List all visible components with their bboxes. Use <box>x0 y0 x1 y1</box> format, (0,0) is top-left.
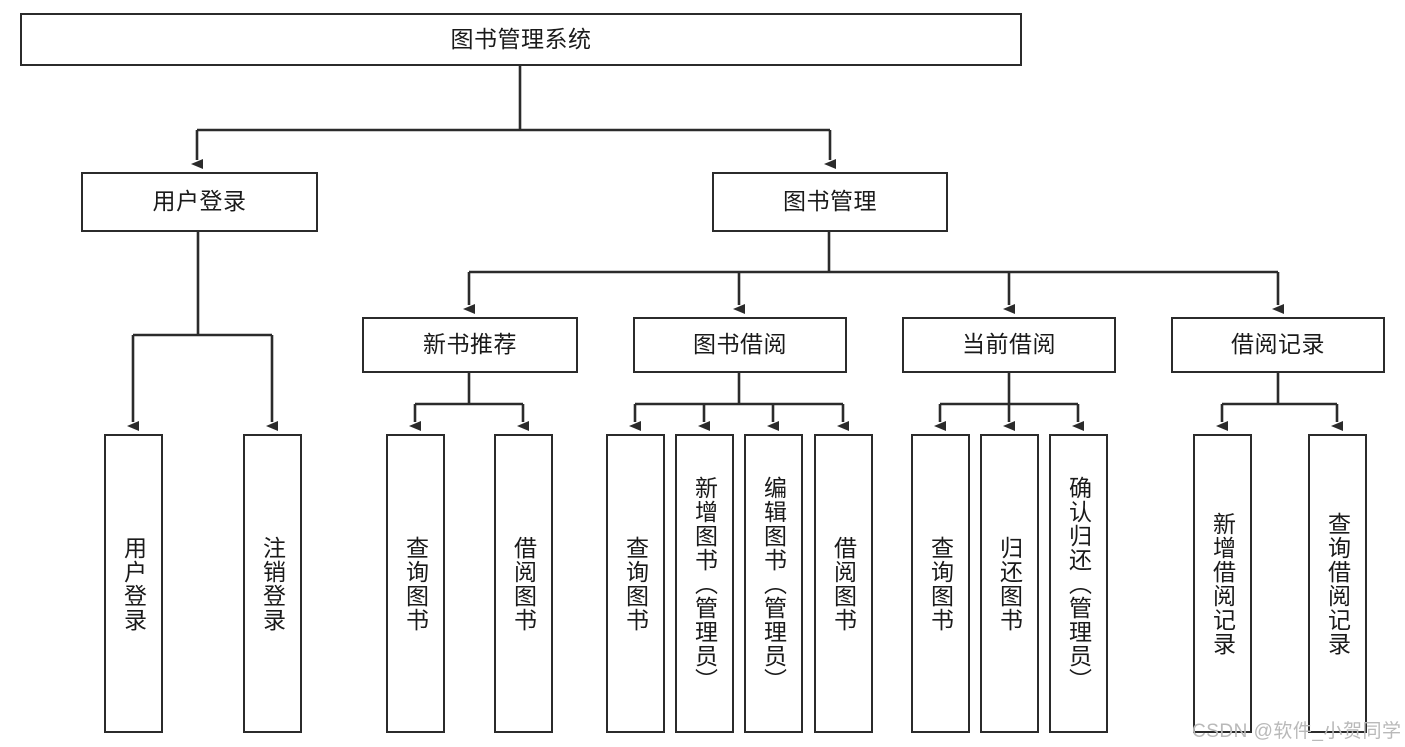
node-new-book-recommend-label: 新书推荐 <box>423 331 517 358</box>
leaf-query-book-1[interactable]: 查询图书 <box>386 434 445 733</box>
node-root[interactable]: 图书管理系统 <box>20 13 1022 66</box>
leaf-logout[interactable]: 注销登录 <box>243 434 302 733</box>
leaf-return-book[interactable]: 归还图书 <box>980 434 1039 733</box>
node-book-manage[interactable]: 图书管理 <box>712 172 948 232</box>
leaf-add-record[interactable]: 新增借阅记录 <box>1193 434 1252 733</box>
leaf-edit-book-label: 编辑图书（管理员） <box>760 475 787 692</box>
leaf-user-login-label: 用户登录 <box>120 535 147 632</box>
node-book-borrow-label: 图书借阅 <box>693 331 787 358</box>
leaf-add-record-label: 新增借阅记录 <box>1209 511 1236 656</box>
leaf-query-record-label: 查询借阅记录 <box>1324 511 1351 656</box>
leaf-query-book-2-label: 查询图书 <box>622 535 649 632</box>
leaf-user-login[interactable]: 用户登录 <box>104 434 163 733</box>
leaf-borrow-book-1-label: 借阅图书 <box>510 535 537 632</box>
node-new-book-recommend[interactable]: 新书推荐 <box>362 317 578 373</box>
node-user-login-label: 用户登录 <box>152 188 247 215</box>
leaf-add-book[interactable]: 新增图书（管理员） <box>675 434 734 733</box>
leaf-confirm-return-label: 确认归还（管理员） <box>1065 475 1092 692</box>
node-user-login[interactable]: 用户登录 <box>81 172 318 232</box>
leaf-add-book-label: 新增图书（管理员） <box>691 475 718 692</box>
leaf-query-book-1-label: 查询图书 <box>402 535 429 632</box>
node-current-borrow-label: 当前借阅 <box>962 331 1056 358</box>
leaf-borrow-book-2[interactable]: 借阅图书 <box>814 434 873 733</box>
leaf-query-record[interactable]: 查询借阅记录 <box>1308 434 1367 733</box>
node-current-borrow[interactable]: 当前借阅 <box>902 317 1116 373</box>
node-borrow-record[interactable]: 借阅记录 <box>1171 317 1385 373</box>
leaf-query-book-3[interactable]: 查询图书 <box>911 434 970 733</box>
leaf-borrow-book-2-label: 借阅图书 <box>830 535 857 632</box>
leaf-borrow-book-1[interactable]: 借阅图书 <box>494 434 553 733</box>
leaf-return-book-label: 归还图书 <box>996 535 1023 632</box>
leaf-logout-label: 注销登录 <box>259 535 286 632</box>
leaf-query-book-3-label: 查询图书 <box>927 535 954 632</box>
leaf-confirm-return[interactable]: 确认归还（管理员） <box>1049 434 1108 733</box>
node-root-label: 图书管理系统 <box>450 25 592 52</box>
node-book-borrow[interactable]: 图书借阅 <box>633 317 847 373</box>
node-book-manage-label: 图书管理 <box>783 188 877 215</box>
leaf-query-book-2[interactable]: 查询图书 <box>606 434 665 733</box>
leaf-edit-book[interactable]: 编辑图书（管理员） <box>744 434 803 733</box>
node-borrow-record-label: 借阅记录 <box>1231 331 1325 358</box>
